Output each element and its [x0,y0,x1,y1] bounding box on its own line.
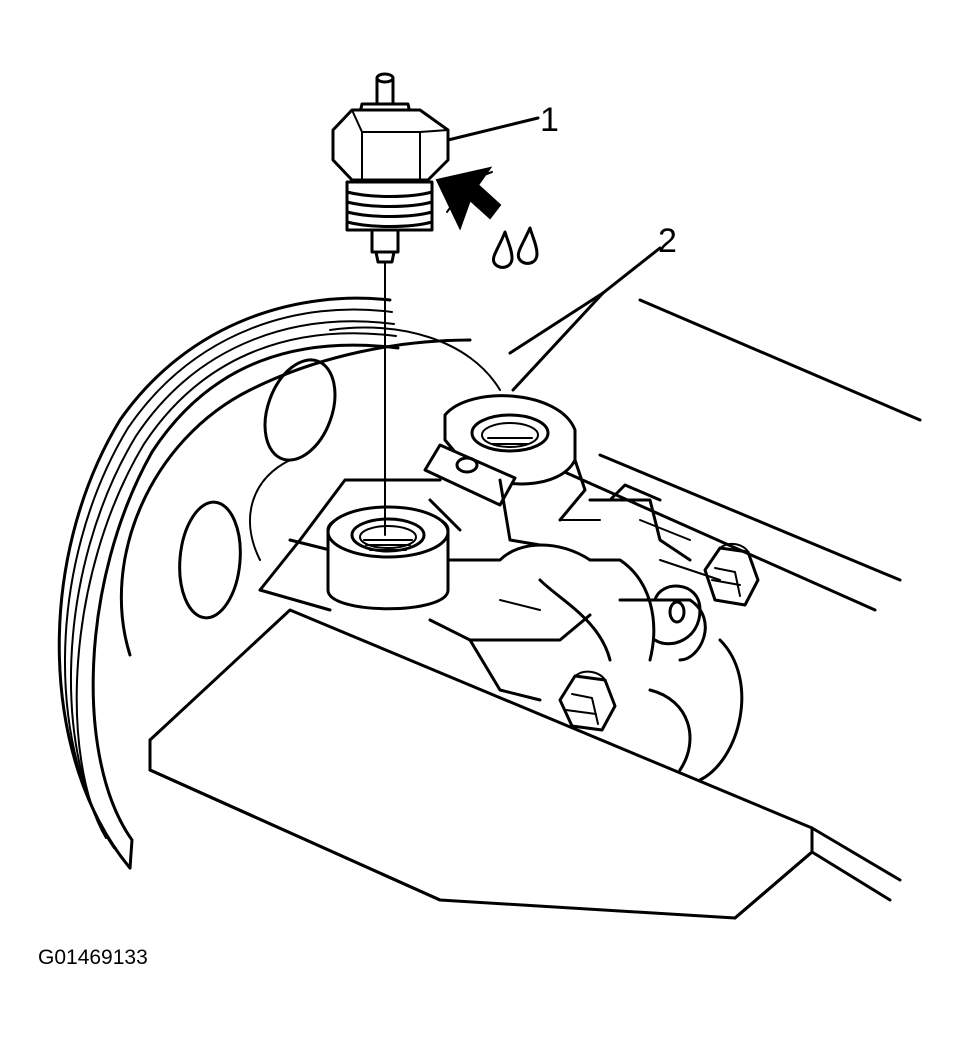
callout-label-2: 2 [658,222,677,260]
discharge-port-boss [423,394,587,547]
mounting-bolt-upper [703,542,760,607]
callout-1-leader [446,116,540,142]
mounting-bracket [148,608,902,920]
pulley [57,296,501,870]
mounting-bolt-lower [558,670,617,732]
lubricate-arrow [435,166,502,231]
callout-2-leader [508,246,662,392]
switch-port-boss [326,505,450,611]
oil-drop-icon [491,226,539,269]
figure-id: G01469133 [38,946,148,969]
pressure-switch [331,72,450,264]
compressor-body [258,298,922,782]
callout-label-1: 1 [540,101,559,139]
